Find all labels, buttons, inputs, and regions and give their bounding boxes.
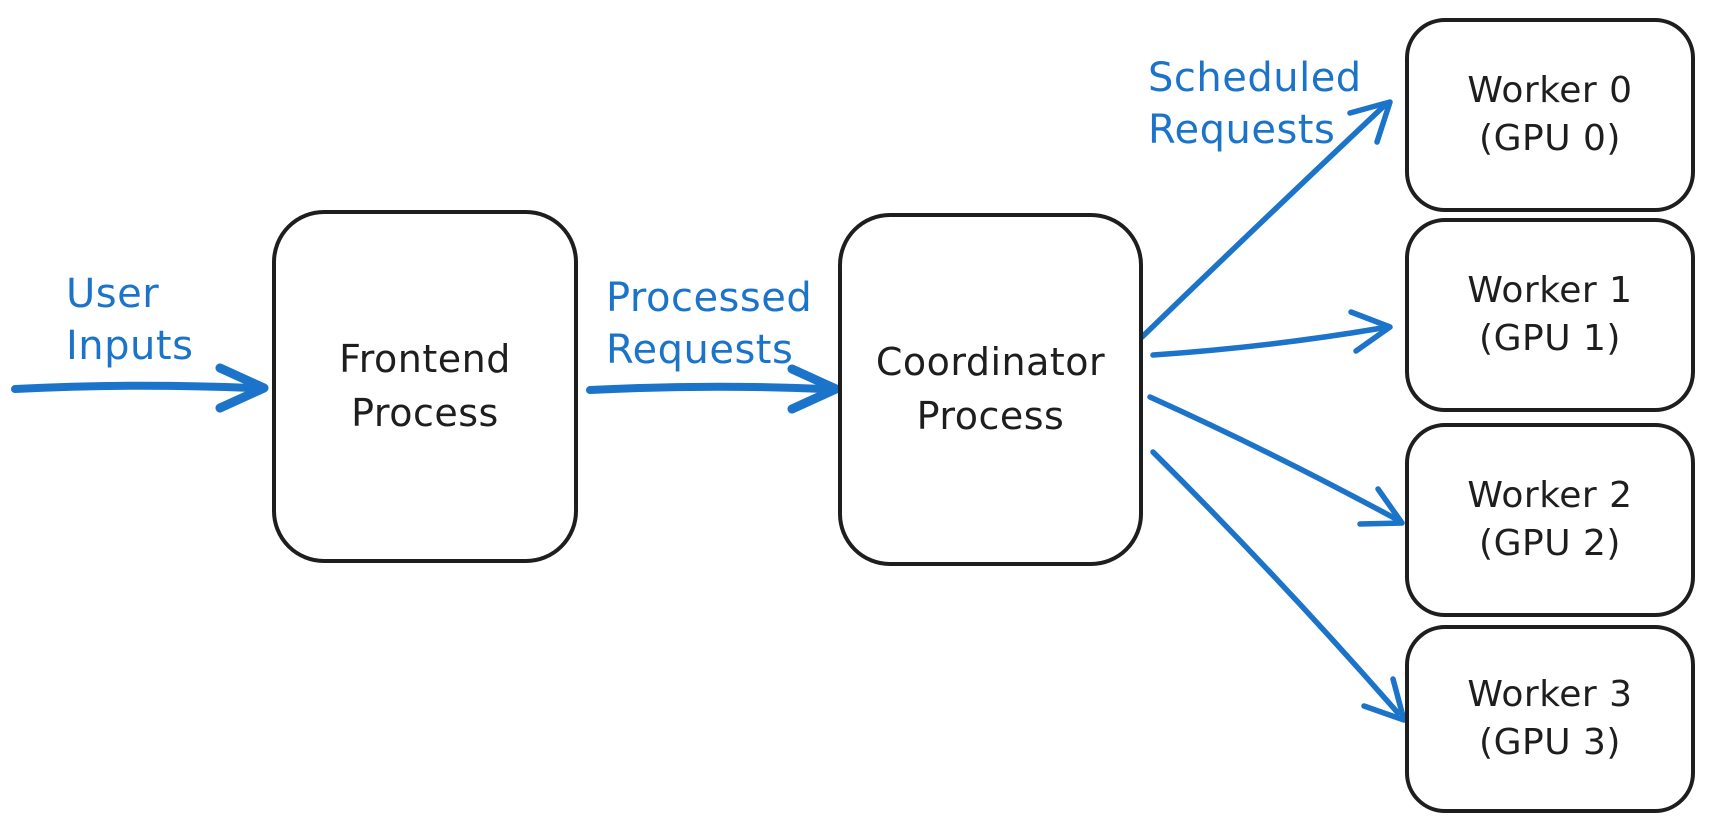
processed-requests-label: Processed Requests	[606, 272, 812, 376]
user-inputs-label: User Inputs	[66, 268, 193, 372]
worker-0-label-line2: (GPU 0)	[1479, 118, 1621, 159]
worker-1-label-line1: Worker 1	[1467, 270, 1633, 312]
worker-3-label-line1: Worker 3	[1467, 674, 1633, 716]
scheduled-arrow-worker-3	[1150, 449, 1407, 723]
worker-0-node: Worker 0 (GPU 0)	[1405, 18, 1695, 212]
scheduled-requests-label-line2: Requests	[1148, 107, 1336, 153]
worker-3-label-line2: (GPU 3)	[1479, 722, 1621, 763]
user-inputs-label-line1: User	[66, 271, 160, 317]
coordinator-process-node: Coordinator Process	[838, 213, 1143, 566]
frontend-process-label-line1: Frontend	[339, 337, 511, 382]
frontend-process-label-line2: Process	[351, 390, 499, 435]
scheduled-requests-label: Scheduled Requests	[1148, 52, 1362, 156]
scheduled-arrow-worker-1	[1150, 309, 1393, 358]
worker-1-label-line2: (GPU 1)	[1479, 318, 1621, 359]
user-inputs-label-line2: Inputs	[66, 323, 194, 369]
processed-requests-label-line2: Requests	[606, 327, 794, 373]
worker-0-label-line1: Worker 0	[1467, 70, 1633, 112]
frontend-process-node: Frontend Process	[272, 210, 578, 563]
user-inputs-arrow	[11, 363, 269, 413]
scheduled-requests-label-line1: Scheduled	[1148, 55, 1362, 101]
worker-3-node: Worker 3 (GPU 3)	[1405, 625, 1695, 813]
coordinator-process-label-line2: Process	[916, 393, 1065, 438]
worker-2-label-line2: (GPU 2)	[1479, 523, 1621, 564]
processed-requests-label-line1: Processed	[606, 275, 813, 321]
worker-2-label-line1: Worker 2	[1467, 475, 1633, 517]
worker-2-node: Worker 2 (GPU 2)	[1405, 423, 1695, 617]
worker-1-node: Worker 1 (GPU 1)	[1405, 218, 1695, 412]
coordinator-process-label-line1: Coordinator	[875, 340, 1106, 385]
scheduled-arrow-worker-2	[1147, 394, 1405, 527]
